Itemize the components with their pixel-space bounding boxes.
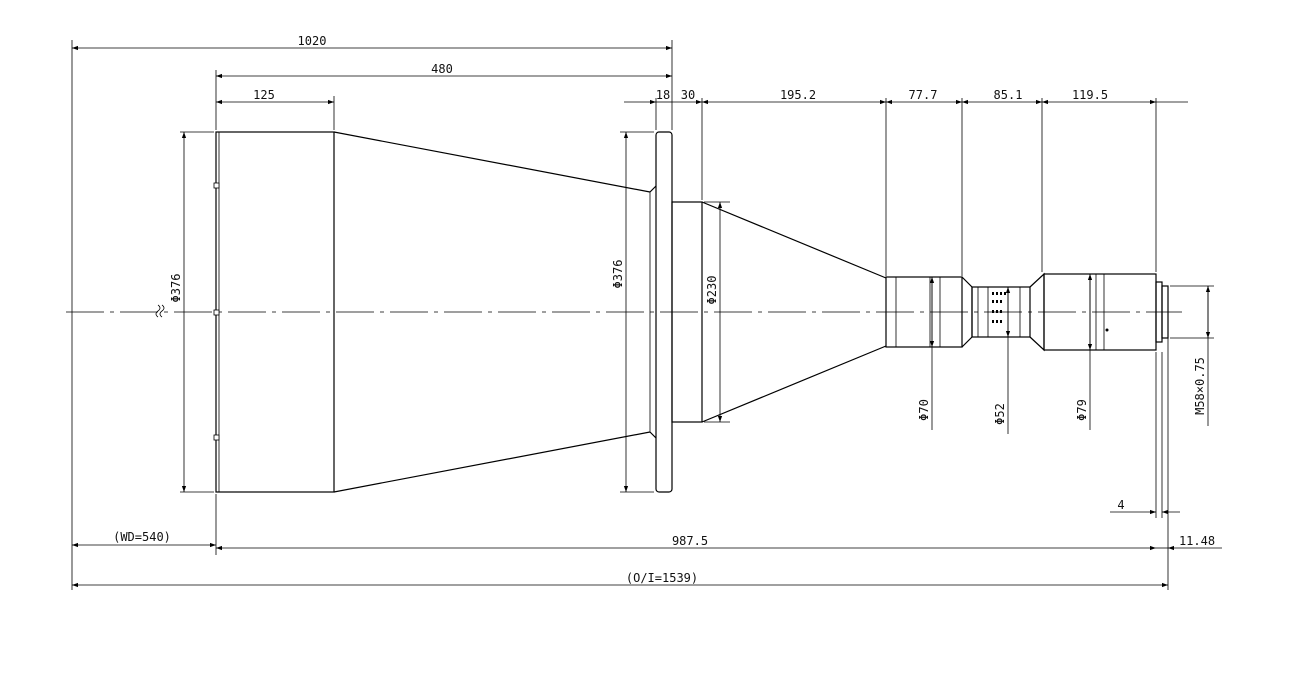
rear-cone-bottom bbox=[701, 345, 887, 423]
dim-back-step: 4 bbox=[1117, 498, 1124, 512]
dim-back-focus: 11.48 bbox=[1179, 534, 1215, 548]
aperture-scale bbox=[992, 292, 1006, 323]
dim-mount-diameter: Φ230 bbox=[705, 276, 719, 305]
dim-flange-diameter: Φ376 bbox=[611, 260, 625, 289]
dim-lens-length: 987.5 bbox=[672, 534, 708, 548]
dim-front-length: 480 bbox=[431, 62, 453, 76]
barrel-1 bbox=[885, 276, 963, 348]
rear-cone-top bbox=[701, 201, 887, 279]
extension-lines bbox=[71, 40, 1214, 590]
dim-mount-step: 30 bbox=[681, 88, 695, 102]
dimension-labels: 1020 480 125 18 30 195.2 77.7 85.1 119.5… bbox=[113, 34, 1215, 585]
dim-barrel2-length: 85.1 bbox=[994, 88, 1023, 102]
dim-front-diameter: Φ376 bbox=[169, 274, 183, 303]
front-cone-top bbox=[333, 131, 651, 193]
barrel-2 bbox=[971, 286, 1031, 338]
front-cone-bottom bbox=[333, 431, 651, 493]
dim-barrel3-length: 119.5 bbox=[1072, 88, 1108, 102]
dim-barrel2-diameter: Φ52 bbox=[993, 403, 1007, 425]
dim-flange-thickness: 18 bbox=[656, 88, 670, 102]
dim-working-distance: (WD=540) bbox=[113, 530, 171, 544]
dim-thread: M58×0.75 bbox=[1193, 357, 1207, 415]
dim-barrel1-length: 77.7 bbox=[909, 88, 938, 102]
dim-hood-length: 125 bbox=[253, 88, 275, 102]
lens-body bbox=[155, 131, 1169, 493]
dim-object-image: (O/I=1539) bbox=[626, 571, 698, 585]
dim-barrel3-diameter: Φ79 bbox=[1075, 399, 1089, 421]
mount-step bbox=[671, 201, 703, 423]
dimension-lines bbox=[72, 45, 1222, 588]
dim-total-length: 1020 bbox=[298, 34, 327, 48]
dim-cone-length: 195.2 bbox=[780, 88, 816, 102]
dim-barrel1-diameter: Φ70 bbox=[917, 399, 931, 421]
